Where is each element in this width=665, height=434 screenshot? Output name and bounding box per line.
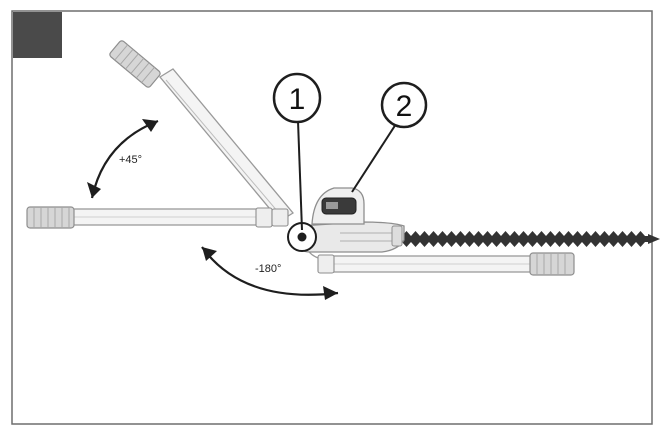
blade-tooth xyxy=(609,231,618,236)
blade-tooth xyxy=(438,242,447,247)
blade-tooth xyxy=(447,242,456,247)
callout-2-number: 2 xyxy=(396,90,413,123)
blade-tooth xyxy=(591,242,600,247)
cutting-blade xyxy=(398,231,660,247)
blade-tooth xyxy=(456,242,465,247)
shaft-horizontal-position xyxy=(26,206,289,229)
callout-1-number: 1 xyxy=(289,83,306,116)
blade-tooth xyxy=(483,242,492,247)
blade-tooth xyxy=(555,242,564,247)
curved-double-arrow-icon xyxy=(87,119,159,199)
shaft-raised-position xyxy=(109,40,294,222)
blade-tooth xyxy=(573,231,582,236)
blade-tooth xyxy=(510,242,519,247)
corner-tab xyxy=(13,12,62,58)
blade-tooth xyxy=(555,231,564,236)
blade-tooth xyxy=(483,231,492,236)
blade-tooth xyxy=(627,231,636,236)
blade-tooth xyxy=(528,242,537,247)
blade-tooth xyxy=(636,242,645,247)
blade-tooth xyxy=(546,231,555,236)
blade-tooth xyxy=(465,231,474,236)
blade-tooth xyxy=(519,231,528,236)
blade-tooth xyxy=(447,231,456,236)
blade-tooth xyxy=(564,231,573,236)
blade-tooth xyxy=(537,242,546,247)
blade-tooth xyxy=(492,231,501,236)
blade-tooth xyxy=(492,242,501,247)
motor-head xyxy=(299,187,405,253)
blade-tooth xyxy=(474,231,483,236)
blade-tooth xyxy=(618,242,627,247)
blade-tooth xyxy=(411,231,420,236)
angle-label-upper: +45° xyxy=(119,154,142,166)
blade-tooth xyxy=(609,242,618,247)
blade-tooth xyxy=(573,242,582,247)
blade-tooth xyxy=(519,242,528,247)
blade-tooth xyxy=(591,231,600,236)
curved-double-arrow-icon xyxy=(201,246,339,300)
blade-tooth xyxy=(429,242,438,247)
blade-tooth xyxy=(411,242,420,247)
blade-tooth xyxy=(528,231,537,236)
callout-1: 1 xyxy=(272,72,322,231)
blade-tooth xyxy=(627,242,636,247)
grip-raised xyxy=(109,40,161,88)
blade-tooth xyxy=(420,242,429,247)
angle-label-lower: -180° xyxy=(255,263,281,275)
blade-tooth xyxy=(636,231,645,236)
blade-tooth xyxy=(546,242,555,247)
blade-tooth xyxy=(420,231,429,236)
grip-horizontal xyxy=(26,206,75,229)
blade-tooth xyxy=(537,231,546,236)
grip-folded xyxy=(529,252,575,276)
blade-tooth xyxy=(564,242,573,247)
blade-tooth xyxy=(465,242,474,247)
blade-tooth xyxy=(438,231,447,236)
blade-tooth xyxy=(618,231,627,236)
blade-tooth xyxy=(510,231,519,236)
shaft-folded-position xyxy=(305,239,575,276)
blade-tooth xyxy=(402,242,411,247)
callout-2: 2 xyxy=(351,81,428,193)
blade-tooth xyxy=(582,242,591,247)
blade-tooth xyxy=(456,231,465,236)
blade-teeth xyxy=(402,231,645,247)
blade-tooth xyxy=(501,242,510,247)
blade-tooth xyxy=(474,242,483,247)
blade-tooth xyxy=(429,231,438,236)
blade-tooth xyxy=(582,231,591,236)
blade-tooth xyxy=(600,231,609,236)
blade-tooth xyxy=(600,242,609,247)
blade-tooth xyxy=(501,231,510,236)
